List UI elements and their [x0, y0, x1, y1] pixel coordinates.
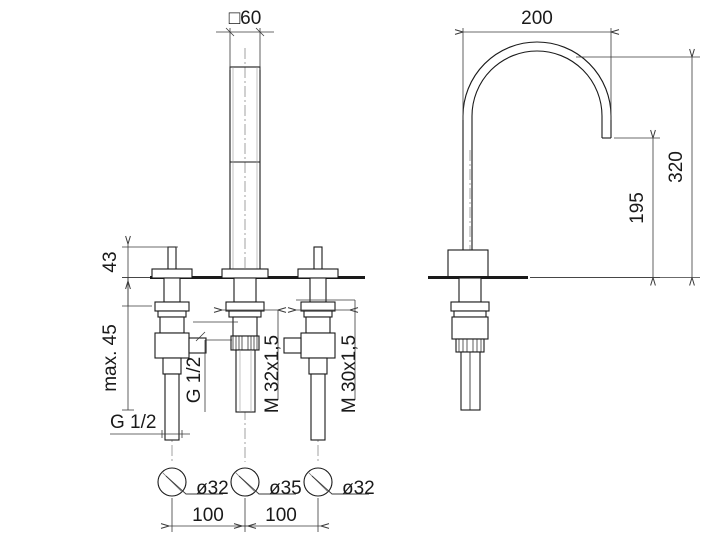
valve-right-thread-nut — [305, 316, 331, 334]
spout-side-shank-assembly — [450, 277, 490, 411]
spout-inner-profile — [471, 50, 603, 272]
side-view-group: 200 320 195 — [428, 8, 700, 411]
dimension-label-g-half-left: G 1/2 — [110, 412, 156, 433]
dimension-label-m32: M 32x1,5 — [262, 335, 283, 413]
valve-right-stem — [313, 246, 323, 271]
leader-hole-right — [311, 475, 369, 495]
label-g-half-center: G 1/2 — [184, 321, 238, 412]
dimension-label-100-right: 100 — [265, 505, 297, 526]
spout-escutcheon-body — [221, 268, 269, 279]
valve-left-assembly — [151, 246, 207, 441]
dimension-label-hole-left: ø32 — [196, 478, 229, 499]
hole-leader-lines — [165, 475, 369, 495]
dimension-label-max-45: max. 45 — [100, 324, 121, 392]
dimension-label-100-left: 100 — [192, 505, 224, 526]
dimension-320: 320 — [530, 48, 700, 286]
leader-hole-left — [165, 475, 223, 495]
tick-60-left — [225, 27, 235, 37]
valve-left-supply-tube — [164, 373, 180, 441]
leader-hole-center — [238, 475, 296, 495]
side-knurled-ring — [455, 338, 485, 353]
valve-right-shank — [309, 277, 327, 303]
valve-left-washer — [157, 310, 187, 318]
valve-right-lower-nut — [308, 357, 328, 375]
spout-shank-upper — [233, 277, 257, 303]
label-m30: M 30x1,5 — [287, 299, 360, 413]
dimension-label-200: 200 — [521, 8, 553, 29]
spout-nut — [232, 316, 258, 337]
spout-escutcheon — [221, 268, 269, 279]
valve-left-stem — [167, 246, 177, 271]
dimension-spacing-group: 100 100 — [160, 498, 330, 532]
label-m32: M 32x1,5 — [213, 307, 287, 413]
hole-circle-left — [157, 467, 187, 497]
side-body — [451, 316, 489, 340]
dimension-square-60: □60 — [216, 8, 274, 70]
valve-left-collar — [154, 301, 190, 312]
spout-shank-assembly — [225, 277, 265, 413]
spout-knurled-ring — [230, 335, 260, 351]
dimension-label-hole-right: ø32 — [342, 478, 375, 499]
label-g-half-left: G 1/2 — [110, 412, 190, 438]
side-supply-tube — [460, 351, 481, 411]
hole-circle-center — [230, 467, 260, 497]
valve-right-body — [300, 332, 336, 359]
dimension-195: 195 — [530, 129, 660, 286]
side-shank-upper — [458, 277, 482, 303]
valve-right-supply-tube — [310, 373, 326, 441]
side-washer — [453, 310, 487, 318]
dimension-label-195: 195 — [627, 192, 648, 224]
tick-60-right — [255, 27, 265, 37]
base-cylinder — [447, 249, 489, 278]
dimension-max-45: max. 45 — [100, 277, 152, 411]
valve-left-escutcheon — [151, 268, 193, 279]
valve-left-thread-nut — [159, 316, 185, 334]
dimension-200: 200 — [454, 8, 620, 120]
valve-left-side-port — [188, 337, 207, 354]
side-knurl-hatch — [458, 339, 482, 352]
dimension-label-m30: M 30x1,5 — [339, 335, 360, 413]
valve-right-escutcheon — [297, 268, 339, 279]
dimension-label-43: 43 — [100, 251, 121, 272]
tick-g-half-center — [195, 331, 206, 342]
spout-washer — [228, 310, 262, 318]
dimension-label-hole-center: ø35 — [269, 478, 302, 499]
valve-left-shank — [163, 277, 181, 303]
front-view-group: 43 max. 45 G 1/2 — [100, 8, 375, 532]
hole-circle-right — [303, 467, 333, 497]
valve-right-washer — [303, 310, 333, 318]
dimension-label-square-60: □60 — [229, 8, 262, 29]
spout-knurl-hatch — [232, 336, 258, 350]
spout-supply-tube — [235, 349, 256, 413]
dimension-label-320: 320 — [666, 151, 687, 183]
valve-left-body — [154, 332, 190, 359]
spout-side-gooseneck — [462, 41, 612, 272]
valve-right-side-port — [283, 337, 302, 354]
valve-left-lower-nut — [162, 357, 182, 375]
valve-right-assembly — [283, 246, 339, 441]
dimension-label-g-half-center: G 1/2 — [184, 357, 205, 403]
side-collar — [450, 301, 490, 312]
spout-outer-profile — [462, 41, 612, 272]
spout-side-base — [447, 249, 489, 278]
